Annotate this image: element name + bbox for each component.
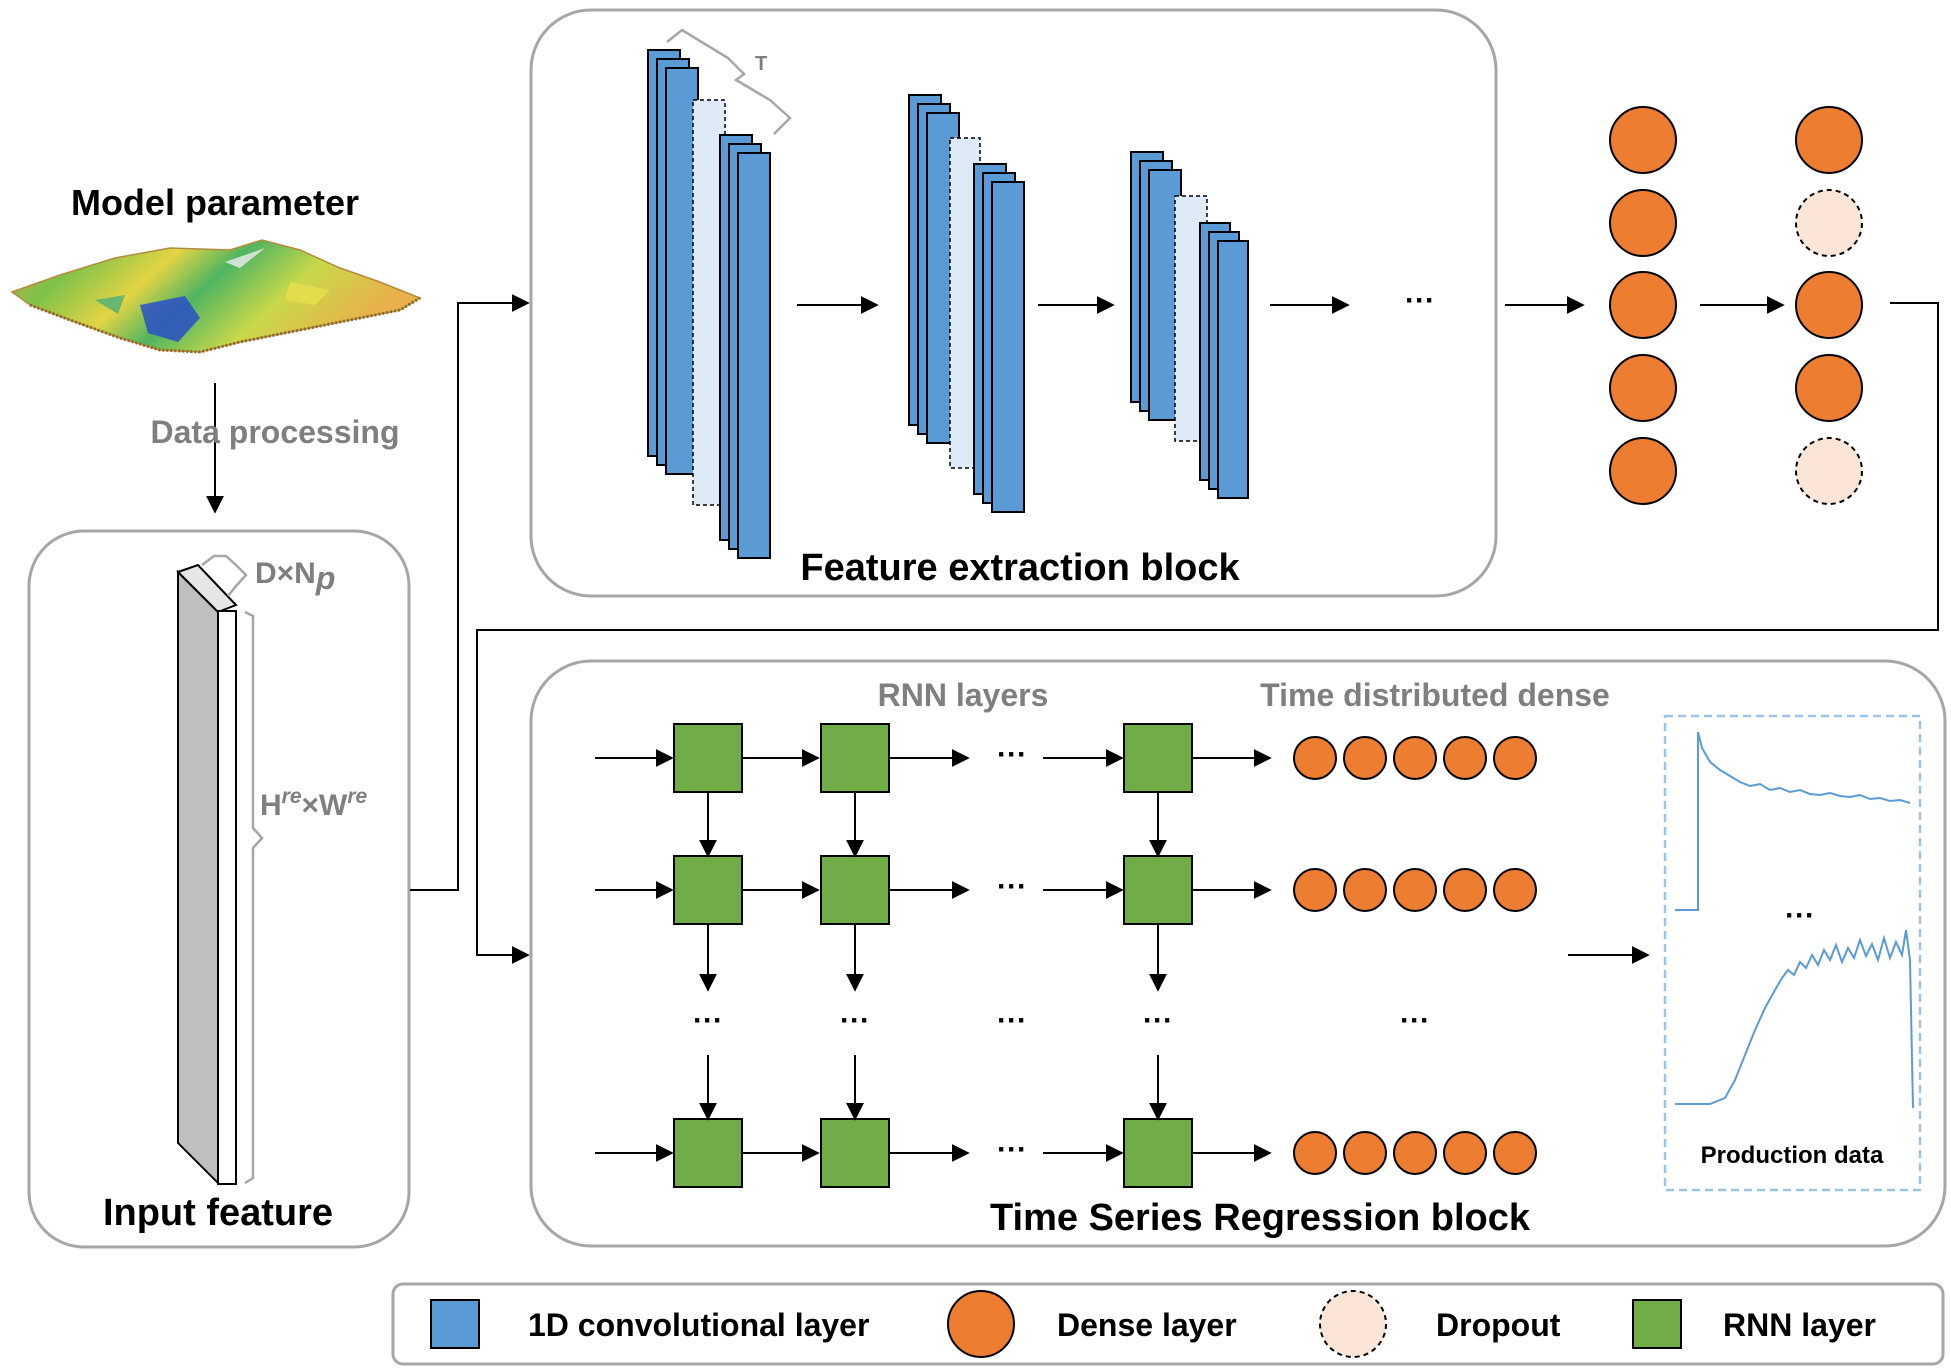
rnn-row-ellipsis: ··· (997, 870, 1027, 903)
td-dense-node (1393, 868, 1437, 912)
rnn-cell (1123, 723, 1193, 793)
legend-rnn-label: RNN layer (1723, 1307, 1876, 1343)
td-dense-node (1343, 1131, 1387, 1175)
rnn-cell (820, 723, 890, 793)
rnn-row-ellipsis: ··· (997, 1133, 1027, 1166)
dense-node (1609, 106, 1677, 174)
dropout-node (1795, 437, 1863, 505)
td-dense-node (1443, 736, 1487, 780)
production-curve-2 (1675, 929, 1914, 1109)
production-data-label: Production data (1701, 1142, 1884, 1169)
ts-block-title: Time Series Regression block (990, 1197, 1531, 1239)
legend-dropout-label: Dropout (1436, 1307, 1561, 1343)
input-feature-title: Input feature (103, 1192, 333, 1234)
rnn-col-ellipsis: ··· (840, 1004, 870, 1037)
rnn-cell (1123, 855, 1193, 925)
legend-panel (391, 1282, 1945, 1366)
production-ellipsis: ··· (1785, 899, 1815, 932)
input-feature-panel (27, 529, 411, 1249)
td-dense-node (1393, 736, 1437, 780)
rnn-cell (820, 1118, 890, 1188)
rnn-col-ellipsis: ··· (1143, 1004, 1173, 1037)
height-dimension-label: Hre×Wre (260, 785, 368, 822)
td-dense-node (1393, 1131, 1437, 1175)
rnn-row-ellipsis: ··· (997, 738, 1027, 771)
dense-node (1795, 106, 1863, 174)
dense-node (1609, 189, 1677, 257)
dense-column (1609, 106, 1677, 505)
legend-dense-label: Dense layer (1057, 1307, 1237, 1343)
depth-brace (201, 554, 248, 597)
conv-ellipsis: ··· (1405, 284, 1435, 317)
feature-block-title: Feature extraction block (800, 547, 1240, 589)
rnn-col-ellipsis: ··· (693, 1004, 723, 1037)
td-dense-node (1493, 868, 1537, 912)
td-dense-node (1343, 736, 1387, 780)
rnn-cell (673, 1118, 743, 1188)
data-processing-label: Data processing (151, 414, 400, 450)
dropout-node (1795, 189, 1863, 257)
rnn-cell (673, 723, 743, 793)
dropout-to-rnn-arrow (476, 302, 1939, 964)
rnn-grid: ··· ··· ··· ··· ··· ··· ··· ··· (595, 723, 1537, 1188)
td-dense-node (1293, 868, 1337, 912)
rnn-layers-label: RNN layers (878, 677, 1049, 713)
dropout-column (1795, 106, 1863, 505)
depth-dimension-label: D×Np (255, 557, 335, 596)
terrain-image (10, 239, 422, 354)
time-series-panel (529, 659, 1947, 1248)
dense-node (1609, 437, 1677, 505)
conv-layer-stack-d (991, 181, 1025, 513)
dense-node (1795, 271, 1863, 339)
conv-layer-stack-f (1217, 240, 1249, 499)
td-ellipsis: ··· (1400, 1004, 1430, 1037)
rnn-cell (673, 855, 743, 925)
input-feature-tensor (176, 563, 238, 1186)
legend-conv-label: 1D convolutional layer (528, 1307, 869, 1343)
td-dense-node (1343, 868, 1387, 912)
height-brace (244, 610, 264, 1185)
conv-stacks (647, 49, 1249, 559)
time-dimension-label: T (755, 53, 767, 75)
input-to-feature-arrow (410, 294, 530, 891)
td-dense-node (1293, 1131, 1337, 1175)
dense-node (1795, 354, 1863, 422)
dense-node (1609, 354, 1677, 422)
dense-node (1609, 271, 1677, 339)
model-parameter-title: Model parameter (71, 182, 359, 223)
legend-conv-swatch (430, 1299, 480, 1349)
legend-dense-swatch (947, 1290, 1015, 1358)
td-dense-node (1443, 1131, 1487, 1175)
legend-rnn-swatch (1632, 1299, 1682, 1349)
production-data-box (1663, 714, 1922, 1192)
td-dense-node (1443, 868, 1487, 912)
rnn-cell (1123, 1118, 1193, 1188)
td-dense-node (1493, 736, 1537, 780)
time-brace (666, 28, 792, 135)
td-dense-node (1293, 736, 1337, 780)
time-distributed-label: Time distributed dense (1260, 677, 1610, 713)
production-curve-1 (1675, 731, 1911, 911)
feature-extraction-panel (529, 8, 1498, 598)
td-dense-node (1493, 1131, 1537, 1175)
legend-dropout-swatch (1319, 1290, 1387, 1358)
conv-layer-stack-b (737, 152, 771, 559)
rnn-mid-ellipsis: ··· (997, 1004, 1027, 1037)
rnn-cell (820, 855, 890, 925)
